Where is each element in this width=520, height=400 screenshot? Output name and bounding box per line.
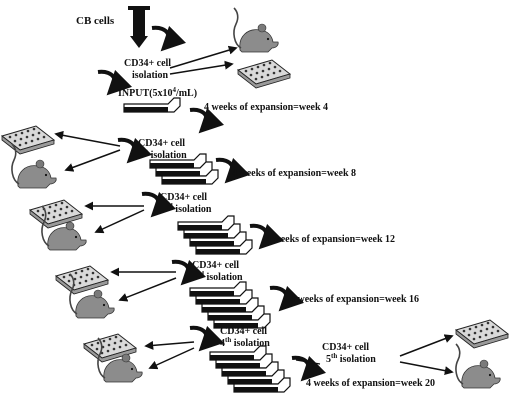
expansion-week-16: 4 weeks of expansion=week 16 (290, 294, 419, 305)
stage-2-isolation: 2nd isolation (160, 202, 212, 215)
expansion-week-12: 4 weeks of expansion=week 12 (266, 234, 395, 245)
first-isolation-title: CD34+ cell (124, 58, 171, 69)
stage-5-title: CD34+ cell (322, 342, 369, 353)
flask-stack-icon (123, 97, 181, 113)
input-label: INPUT(5x104/mL) (118, 86, 197, 99)
culture-plate-icon (55, 265, 109, 295)
stage-3-title: CD34+ cell (192, 260, 239, 271)
curved-arrow-icon (118, 140, 135, 160)
expansion-week-20: 4 weeks of expansion=week 20 (306, 378, 435, 389)
input-prefix: INPUT(5x10 (118, 88, 172, 99)
flask-stack-icon (177, 215, 253, 255)
first-isolation-word: isolation (132, 70, 169, 81)
expansion-week-4: 4 weeks of expansion=week 4 (204, 102, 328, 113)
culture-plate-icon (29, 199, 83, 229)
curved-arrow-icon (152, 28, 169, 48)
stage-2-title: CD34+ cell (160, 192, 207, 203)
curved-arrow-icon (270, 288, 287, 308)
stage-1-isolation: 1st isolation (138, 148, 187, 161)
mouse-icon (233, 7, 279, 53)
stage-4-isolation: 4th isolation (220, 336, 270, 349)
stage-5-isolation: 5th isolation (326, 352, 376, 365)
mouse-icon (455, 343, 501, 389)
culture-plate-icon (237, 59, 291, 89)
syringe-icon (128, 6, 150, 48)
culture-plate-icon (1, 125, 55, 155)
expansion-week-8: 4 weeks of expansion=week 8 (232, 168, 356, 179)
curved-arrow-icon (190, 328, 207, 348)
stage-3-isolation: 3rd isolation (192, 270, 243, 283)
input-suffix: /mL) (175, 88, 197, 99)
culture-plate-icon (455, 319, 509, 349)
input-exp: 4 (172, 86, 176, 94)
stage-1-title: CD34+ cell (138, 138, 185, 149)
curved-arrow-icon (98, 72, 115, 92)
flask-stack-icon (209, 345, 291, 393)
flask-stack-icon (189, 281, 271, 329)
stage-4-title: CD34+ cell (220, 326, 267, 337)
curved-arrow-icon (142, 194, 159, 214)
source-label: CB cells (76, 15, 115, 27)
